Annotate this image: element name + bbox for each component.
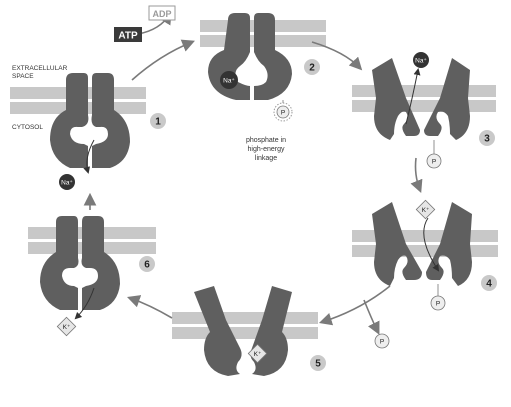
phosphate-note-line-1: phosphate in xyxy=(246,137,286,144)
svg-text:5: 5 xyxy=(315,359,321,370)
k-binding-arrow xyxy=(423,217,440,272)
phosphate-state-3: P xyxy=(426,140,442,169)
na-release-arrow xyxy=(405,68,421,125)
step-badge-2: 2 xyxy=(304,59,320,75)
arrow-2-to-3 xyxy=(311,41,363,71)
na-ion-state-1: Na⁺ xyxy=(59,174,75,190)
svg-text:P: P xyxy=(432,159,436,166)
k-release-arrow xyxy=(74,287,95,320)
arrow-phosphate-release xyxy=(363,299,380,335)
arrow-5-to-6 xyxy=(126,295,173,319)
na-ion-state-2: Na⁺ xyxy=(220,71,238,89)
pump-protein-state-1 xyxy=(50,73,130,168)
svg-text:Na⁺: Na⁺ xyxy=(223,78,235,85)
adp-label: ADP xyxy=(152,9,171,19)
svg-text:K⁺: K⁺ xyxy=(254,351,262,358)
phosphate-note-line-3: linkage xyxy=(255,155,277,162)
arrow-4-to-5 xyxy=(318,285,391,326)
k-ion-state-5: K⁺ xyxy=(247,343,268,364)
svg-text:3: 3 xyxy=(484,134,490,145)
pump-protein-state-2 xyxy=(208,13,292,100)
svg-text:1: 1 xyxy=(155,117,161,128)
svg-text:4: 4 xyxy=(486,279,492,290)
pump-protein-state-6 xyxy=(40,216,120,310)
svg-text:6: 6 xyxy=(144,260,150,271)
phosphate-state-4: P xyxy=(430,284,446,311)
extracellular-label-line-1: EXTRACELLULAR xyxy=(12,65,68,72)
step-badge-4: 4 xyxy=(481,275,497,291)
svg-text:P: P xyxy=(281,110,285,117)
atp-label: ATP xyxy=(118,31,138,42)
step-badge-6: 6 xyxy=(139,256,155,272)
phosphate-released: P xyxy=(374,333,390,349)
step-badge-3: 3 xyxy=(479,130,495,146)
membrane-state-5 xyxy=(172,312,318,339)
extracellular-label-line-2: SPACE xyxy=(12,73,34,80)
cycle-arrows xyxy=(83,11,423,335)
svg-text:P: P xyxy=(380,339,384,346)
svg-text:Na⁺: Na⁺ xyxy=(415,58,427,65)
svg-text:P: P xyxy=(436,301,440,308)
k-ion-state-4: K⁺ xyxy=(415,199,436,220)
na-entry-arrow xyxy=(83,139,95,174)
membrane-state-3 xyxy=(352,85,496,112)
pump-protein-state-3 xyxy=(372,58,470,140)
na-ion-state-3: Na⁺ xyxy=(413,52,429,68)
step-badge-5: 5 xyxy=(310,355,326,371)
cytosol-label: CYTOSOL xyxy=(12,124,43,131)
adp-box: ADP xyxy=(148,5,176,21)
arrow-1-to-2 xyxy=(131,39,195,81)
svg-text:K⁺: K⁺ xyxy=(63,324,71,331)
phosphate-note-line-2: high-energy xyxy=(248,146,285,153)
svg-text:2: 2 xyxy=(309,63,315,74)
k-ion-state-6: K⁺ xyxy=(56,316,77,337)
svg-text:Na⁺: Na⁺ xyxy=(61,180,73,187)
arrow-3-to-4 xyxy=(410,157,423,193)
step-badge-1: 1 xyxy=(150,113,166,129)
atp-box: ATP xyxy=(114,27,142,42)
phosphate-state-2: P xyxy=(273,100,293,122)
ion-movement-arrows xyxy=(74,68,440,320)
svg-text:K⁺: K⁺ xyxy=(422,207,430,214)
